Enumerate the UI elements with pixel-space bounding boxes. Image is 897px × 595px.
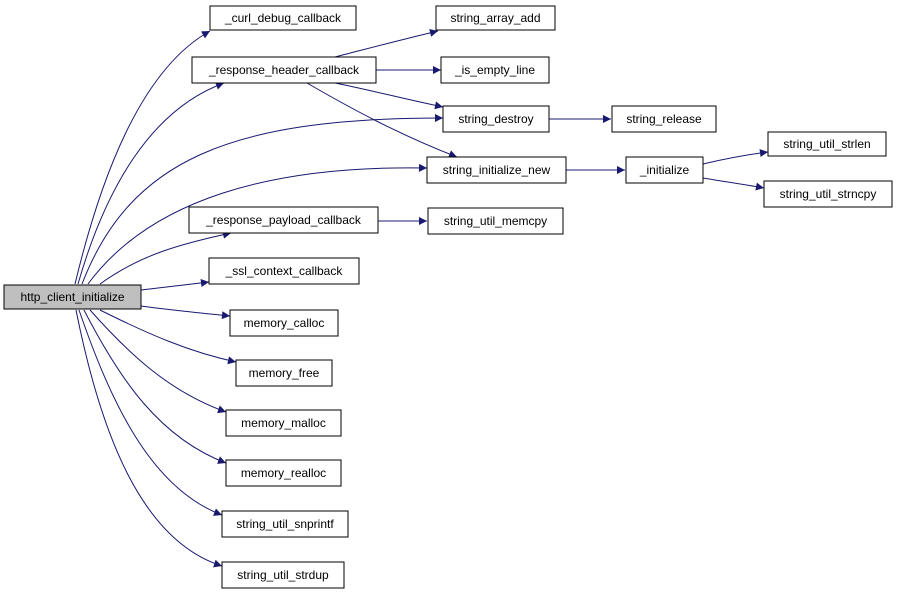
node-string-destroy[interactable]: string_destroy <box>442 105 550 133</box>
node-label: string_util_strlen <box>783 137 870 151</box>
node-response-header-callback[interactable]: _response_header_callback <box>191 56 377 84</box>
node-string-release[interactable]: string_release <box>611 105 717 133</box>
node-label: _initialize <box>639 163 690 177</box>
node-label: _response_header_callback <box>208 63 360 77</box>
node-label: _is_empty_line <box>454 63 535 77</box>
node-string-util-memcpy[interactable]: string_util_memcpy <box>427 207 564 235</box>
node-is-empty-line[interactable]: _is_empty_line <box>440 56 550 84</box>
node-memory-realloc[interactable]: memory_realloc <box>225 459 342 487</box>
edge-root-ssl-context-callback <box>140 279 210 291</box>
node-http-client-initialize[interactable]: http_client_initialize <box>3 284 142 310</box>
node-label: string_release <box>626 112 702 126</box>
node-memory-free[interactable]: memory_free <box>235 359 333 387</box>
edge-root-string-util-strdup <box>75 309 223 568</box>
node-string-util-strdup[interactable]: string_util_strdup <box>221 561 345 589</box>
node-label: memory_calloc <box>244 316 325 330</box>
node-memory-malloc[interactable]: memory_malloc <box>225 409 342 437</box>
node-label: http_client_initialize <box>20 290 124 304</box>
edge-header-string-destroy <box>334 82 444 110</box>
node-label: string_initialize_new <box>443 163 551 177</box>
node-string-array-add[interactable]: string_array_add <box>435 5 556 31</box>
node-response-payload-callback[interactable]: _response_payload_callback <box>188 206 379 234</box>
node-label: string_array_add <box>450 11 540 25</box>
edge-root-response-header-callback <box>77 81 225 285</box>
node-label: string_destroy <box>458 112 533 126</box>
edge-root-string-destroy <box>81 114 444 285</box>
nodes-layer: http_client_initialize _curl_debug_callb… <box>3 5 893 589</box>
node-label: _ssl_context_callback <box>225 264 344 278</box>
node-string-initialize-new[interactable]: string_initialize_new <box>426 156 567 184</box>
node-label: _response_payload_callback <box>205 213 362 227</box>
node-label: _curl_debug_callback <box>224 11 342 25</box>
node-curl-debug-callback[interactable]: _curl_debug_callback <box>209 5 357 31</box>
edge-header-string-initialize-new <box>306 82 458 158</box>
edge-root-string-util-snprintf <box>78 309 223 516</box>
edges-layer <box>74 28 769 568</box>
node-string-util-strncpy[interactable]: string_util_strncpy <box>763 180 893 208</box>
node-label: string_util_strncpy <box>780 187 877 201</box>
node-label: string_util_memcpy <box>444 214 547 228</box>
edge-initialize-strncpy <box>702 177 765 191</box>
edge-root-curl-debug-callback <box>74 30 211 285</box>
node-label: memory_free <box>249 366 320 380</box>
node-label: string_util_strdup <box>237 568 329 582</box>
edge-root-memory-free <box>99 309 237 365</box>
node-label: memory_malloc <box>241 416 326 430</box>
edge-header-string-array-add <box>334 28 439 58</box>
edge-root-string-initialize-new <box>87 163 428 285</box>
node-memory-calloc[interactable]: memory_calloc <box>229 309 339 337</box>
node-string-util-snprintf[interactable]: string_util_snprintf <box>221 510 349 538</box>
node-string-util-strlen[interactable]: string_util_strlen <box>767 131 887 157</box>
edge-root-response-payload-callback <box>99 230 232 285</box>
node-ssl-context-callback[interactable]: _ssl_context_callback <box>208 257 360 285</box>
edge-root-memory-calloc <box>140 305 231 320</box>
node-label: string_util_snprintf <box>236 517 334 531</box>
edge-root-memory-malloc <box>89 309 227 414</box>
edge-root-memory-realloc <box>83 309 227 464</box>
edge-initialize-strlen <box>702 149 769 165</box>
node-label: memory_realloc <box>241 466 326 480</box>
node-initialize[interactable]: _initialize <box>625 156 704 184</box>
